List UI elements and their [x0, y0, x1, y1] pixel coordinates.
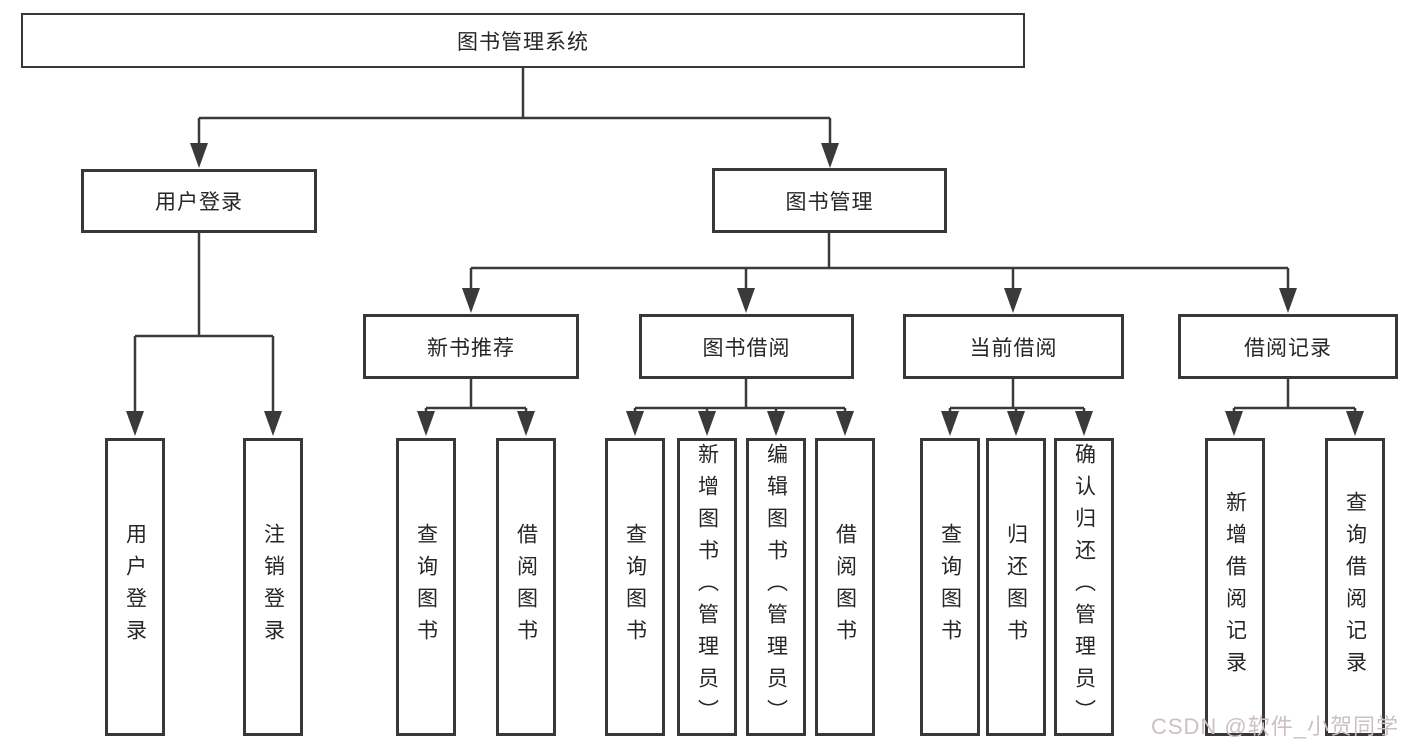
watermark: CSDN @软件_小贺同学	[1150, 714, 1399, 739]
leaf-query-book-1-label: 查询图书	[414, 523, 438, 651]
leaf-query-borrow-record: 查询借阅记录	[1325, 438, 1385, 736]
leaf-return-book-label: 归还图书	[1004, 523, 1028, 651]
node-borrow-record: 借阅记录	[1178, 314, 1398, 379]
leaf-user-login-label: 用户登录	[123, 523, 147, 651]
node-new-book-recommend: 新书推荐	[363, 314, 579, 379]
leaf-query-book-3: 查询图书	[920, 438, 980, 736]
leaf-confirm-return-admin-label: 确认归还（管理员）	[1072, 443, 1096, 731]
leaf-edit-book-admin: 编辑图书（管理员）	[746, 438, 806, 736]
node-current-borrow-label: 当前借阅	[969, 336, 1058, 360]
arrowheads	[126, 143, 1364, 436]
node-current-borrow: 当前借阅	[903, 314, 1124, 379]
leaf-add-borrow-record: 新增借阅记录	[1205, 438, 1265, 736]
leaf-add-book-admin: 新增图书（管理员）	[677, 438, 737, 736]
node-book-management-label: 图书管理	[785, 190, 874, 214]
leaf-add-book-admin-label: 新增图书（管理员）	[695, 443, 719, 731]
node-root: 图书管理系统	[21, 13, 1025, 68]
leaf-query-book-3-label: 查询图书	[938, 523, 962, 651]
node-book-borrow-label: 图书借阅	[702, 336, 791, 360]
leaf-borrow-book-2-label: 借阅图书	[833, 523, 857, 651]
leaf-logout: 注销登录	[243, 438, 303, 736]
leaf-confirm-return-admin: 确认归还（管理员）	[1054, 438, 1114, 736]
leaf-query-book-2: 查询图书	[605, 438, 665, 736]
leaf-borrow-book-1-label: 借阅图书	[514, 523, 538, 651]
node-user-login-label: 用户登录	[155, 191, 243, 214]
leaf-user-login: 用户登录	[105, 438, 165, 736]
node-book-borrow: 图书借阅	[639, 314, 854, 379]
leaf-query-book-1: 查询图书	[396, 438, 456, 736]
node-user-login: 用户登录	[81, 169, 317, 233]
leaf-add-borrow-record-label: 新增借阅记录	[1223, 491, 1247, 683]
node-root-label: 图书管理系统	[457, 30, 589, 54]
node-book-management: 图书管理	[712, 168, 947, 233]
leaf-query-borrow-record-label: 查询借阅记录	[1343, 491, 1367, 683]
leaf-edit-book-admin-label: 编辑图书（管理员）	[764, 443, 788, 731]
node-borrow-record-label: 借阅记录	[1244, 336, 1332, 360]
leaf-return-book: 归还图书	[986, 438, 1046, 736]
node-new-book-recommend-label: 新书推荐	[427, 336, 515, 360]
leaf-logout-label: 注销登录	[261, 523, 285, 651]
leaf-borrow-book-1: 借阅图书	[496, 438, 556, 736]
leaf-query-book-2-label: 查询图书	[623, 523, 647, 651]
leaf-borrow-book-2: 借阅图书	[815, 438, 875, 736]
